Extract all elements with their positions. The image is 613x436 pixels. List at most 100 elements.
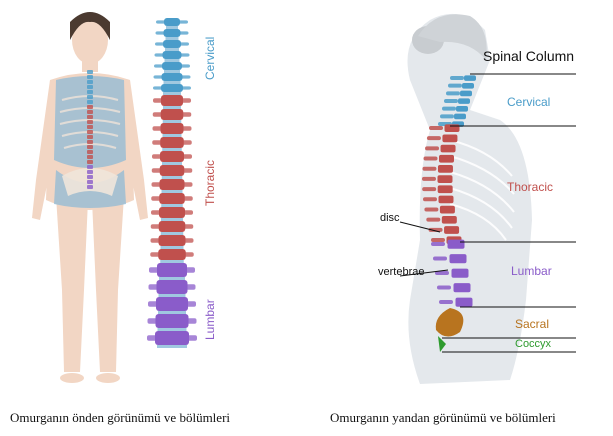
body-vertebra (87, 180, 93, 184)
front-disc (164, 81, 181, 84)
side-vertebra-process (431, 242, 445, 246)
spinal-column-title: Spinal Column (483, 48, 574, 64)
side-label-lumbar: Lumbar (511, 264, 552, 278)
side-vertebra-process (442, 107, 456, 111)
body-vertebra (87, 165, 93, 169)
front-disc (163, 92, 181, 95)
side-vertebra (454, 283, 471, 292)
front-disc (162, 190, 183, 193)
front-disc (163, 120, 182, 123)
side-vertebra-process (444, 99, 458, 103)
side-vertebra (456, 298, 473, 307)
side-vertebra (448, 240, 465, 249)
front-disc (157, 345, 187, 348)
side-vertebra (452, 269, 469, 278)
callout-disc: disc (380, 212, 400, 224)
front-disc (158, 328, 187, 331)
front-disc (159, 294, 186, 297)
side-vertebra-process (422, 187, 436, 191)
front-disc (164, 70, 180, 73)
front-vertebra-process (156, 31, 189, 34)
front-disc (161, 232, 184, 235)
front-disc (162, 148, 182, 151)
body-vertebra (87, 140, 93, 144)
front-vertebra-process (151, 210, 193, 214)
body-vertebra (87, 75, 93, 79)
side-vertebra (442, 216, 457, 224)
side-vertebra-process (427, 136, 441, 140)
callout-vertebrae: vertebrae (378, 266, 424, 278)
front-vertebra-process (152, 154, 192, 158)
side-vertebra-process (429, 126, 443, 130)
side-vertebra (450, 254, 467, 263)
front-disc (163, 106, 181, 109)
front-vertebra-process (150, 252, 194, 256)
front-vertebra-process (153, 98, 191, 102)
front-spine-column (147, 18, 197, 348)
front-label-cervical: Cervical (203, 37, 217, 80)
side-vertebra (439, 155, 454, 163)
front-disc (166, 37, 179, 40)
front-vertebra-process (152, 140, 192, 144)
front-vertebra-process (148, 318, 197, 324)
body-vertebra (87, 115, 93, 119)
body-vertebra (87, 120, 93, 124)
front-vertebra-process (153, 126, 192, 130)
front-vertebra-process (155, 42, 189, 45)
side-vertebra-process (439, 300, 453, 304)
side-vertebra-process (448, 84, 462, 88)
side-vertebra (441, 145, 456, 153)
body-vertebra (87, 160, 93, 164)
side-vertebra (437, 175, 452, 183)
body-vertebra (87, 85, 93, 89)
side-vertebra-process (431, 238, 445, 242)
body-vertebra (87, 185, 93, 189)
side-vertebra-process (423, 197, 437, 201)
side-vertebra-process (446, 91, 460, 95)
side-vertebra (462, 83, 474, 89)
side-vertebra (440, 206, 455, 214)
body-vertebra (87, 125, 93, 129)
front-disc (161, 204, 183, 207)
side-vertebra-process (422, 177, 436, 181)
body-vertebra (87, 130, 93, 134)
side-vertebra-process (437, 286, 451, 290)
side-label-coccyx: Coccyx (515, 338, 551, 350)
side-vertebra (444, 226, 459, 234)
front-label-lumbar: Lumbar (203, 299, 217, 340)
side-label-cervical: Cervical (507, 95, 550, 109)
side-vertebra-process (422, 167, 436, 171)
side-vertebra-process (440, 114, 454, 118)
side-vertebra (458, 98, 470, 104)
side-label-sacral: Sacral (515, 317, 549, 331)
front-vertebra-process (156, 20, 188, 23)
side-vertebra (438, 185, 453, 193)
side-vertebra-process (426, 218, 440, 222)
side-vertebra (464, 75, 476, 81)
side-vertebra-process (424, 207, 438, 211)
side-view-caption: Omurganın yandan görünümü ve bölümleri (330, 410, 556, 426)
front-vertebra-process (152, 182, 193, 186)
front-vertebra-process (148, 301, 196, 307)
body-vertebra (87, 150, 93, 154)
body-vertebra (87, 170, 93, 174)
front-disc (158, 311, 186, 314)
front-disc (163, 134, 182, 137)
front-vertebra-process (149, 284, 196, 290)
front-vertebra-process (155, 53, 190, 56)
front-vertebra-process (154, 75, 191, 78)
front-vertebra-process (154, 64, 190, 67)
body-vertebra (87, 70, 93, 74)
side-vertebra-process (450, 76, 464, 80)
body-vertebra (87, 175, 93, 179)
body-vertebra (87, 95, 93, 99)
front-vertebra-process (153, 112, 192, 116)
front-vertebra-process (151, 196, 193, 200)
front-label-thoracic: Thoracic (203, 160, 217, 206)
front-disc (162, 162, 182, 165)
body-vertebra (87, 145, 93, 149)
side-vertebra (438, 196, 453, 204)
side-vertebra (438, 165, 453, 173)
front-disc (161, 246, 184, 249)
side-vertebra (456, 106, 468, 112)
